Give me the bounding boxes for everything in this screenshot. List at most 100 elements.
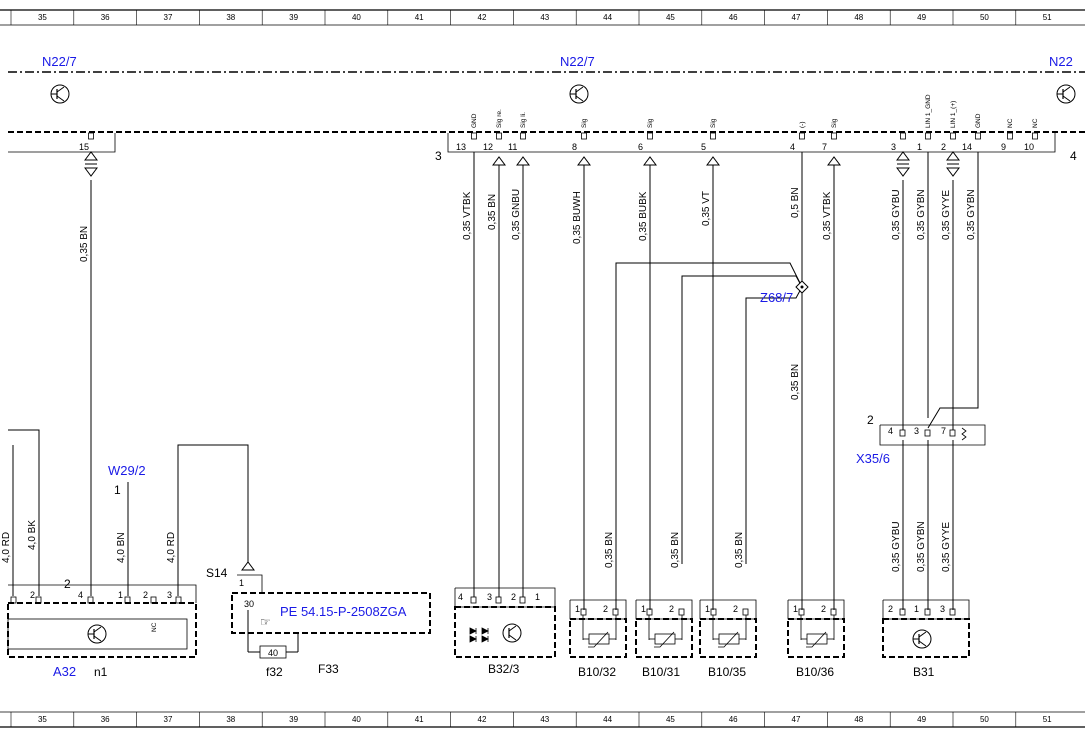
wire-label: 4,0 BN: [116, 532, 127, 563]
x35-6-label: X35/6: [856, 451, 890, 466]
connector-pin-number: 14: [962, 142, 972, 152]
connector-pin-signal: Sig: [710, 118, 717, 128]
x35-6-pin: 3: [914, 426, 919, 436]
a32-pin: 3: [167, 590, 172, 600]
ruler-column-number: 42: [478, 13, 487, 22]
wire-label: 0,35 GYYE: [941, 190, 952, 240]
connector-pin-signal: LIN 1_(+): [950, 101, 957, 128]
ruler-column-number: 51: [1043, 13, 1052, 22]
b31-label: B31: [913, 665, 935, 679]
ruler-column-number: 45: [666, 13, 675, 22]
sensor-label: B10/31: [642, 665, 680, 679]
wire-label: 0,35 VT: [701, 191, 712, 226]
connector-pin-number: 13: [456, 142, 466, 152]
module-label-left: N22/7: [42, 54, 77, 69]
connector-pin-socket: [950, 132, 956, 140]
connector-pin-socket: [496, 132, 502, 140]
f33-reference[interactable]: PE 54.15-P-2508ZGA: [280, 604, 407, 619]
connector-pin-signal: NC: [1032, 118, 1039, 128]
connector-pin-number: 4: [790, 142, 795, 152]
module-label-right: N22: [1049, 54, 1073, 69]
component-a32: 2 2 4 1 2 3 NC A32 n1: [7, 429, 249, 679]
b32-3-pin: 2: [511, 592, 516, 602]
x35-6-side: 2: [867, 413, 874, 427]
transistor-icon: [1056, 84, 1076, 104]
connector-pin-socket: [925, 132, 931, 140]
connector-pin-signal: GND: [471, 113, 478, 128]
splice-icon: [795, 280, 809, 294]
ruler-column-number: 38: [226, 13, 235, 22]
connector-pin-socket: [520, 132, 526, 140]
sensor-pin: 1: [793, 604, 798, 614]
connector-pin-number: 9: [1001, 142, 1006, 152]
ruler-column-number: 50: [980, 13, 989, 22]
connector-pin-number: 1: [917, 142, 922, 152]
connector-pin-socket: [799, 132, 805, 140]
wire-label: 0,35 BUWH: [572, 191, 583, 244]
b31-pin: 1: [914, 604, 919, 614]
ruler-column-number: 43: [540, 715, 549, 724]
f33-label: F33: [318, 662, 339, 676]
ruler-column-number: 39: [289, 715, 298, 724]
connector-pin-socket: [1007, 132, 1013, 140]
connector-pin-number: 7: [822, 142, 827, 152]
connector-pin-socket: [831, 132, 837, 140]
a32-side: 2: [64, 577, 71, 591]
wire-label: 0,35 BUBK: [638, 191, 649, 241]
f32-value: 40: [268, 648, 278, 658]
sensor-pin: 1: [705, 604, 710, 614]
sensor-pin: 2: [733, 604, 738, 614]
connector-pin-socket: [710, 132, 716, 140]
connector-pin-signal: Sig re.: [496, 109, 503, 128]
connector-pin-socket: [471, 132, 477, 140]
wire-label: 0,35 GYBN: [916, 521, 927, 572]
connector-pin-number: 2: [941, 142, 946, 152]
connector-pin-signal: LIN 1_GND: [925, 94, 932, 128]
connector-left-number: 3: [435, 149, 442, 163]
connector-x35-6: 2 4 3 7 X35/6: [856, 413, 986, 466]
wire-label: 0,35 BN: [670, 532, 681, 568]
ruler-column-number: 49: [917, 13, 926, 22]
connector-pin-number: 6: [638, 142, 643, 152]
thermistor-icon: [800, 615, 835, 648]
hand-pointer-icon: ☞: [260, 615, 271, 629]
sensor-label: B10/36: [796, 665, 834, 679]
wire-label: 0,35 GYBN: [916, 189, 927, 240]
ruler-column-number: 41: [415, 715, 424, 724]
ruler-column-number: 48: [854, 715, 863, 724]
wires: [90, 152, 979, 610]
sensor-pin: 2: [669, 604, 674, 614]
wire-label: 0,35 VTBK: [462, 191, 473, 240]
w29-2-pin: 1: [114, 483, 121, 497]
connector-pin-signal: GND: [975, 113, 982, 128]
connector-pin-socket: [1032, 132, 1038, 140]
ruler-column-number: 40: [352, 715, 361, 724]
s14-pin1: 1: [239, 578, 244, 588]
ruler-column-number: 35: [38, 715, 47, 724]
connector-pin-number: 8: [572, 142, 577, 152]
pin-arrows: [84, 151, 960, 177]
wire-label: 0,35 BN: [79, 226, 90, 262]
connector-pin-socket: [88, 132, 94, 140]
transistor-icon: [50, 84, 70, 104]
ruler-column-number: 44: [603, 13, 612, 22]
ruler-column-number: 35: [38, 13, 47, 22]
wire-label: 0,35 BN: [604, 532, 615, 568]
thermistor-icon: [582, 615, 617, 648]
connector-pin-number: 11: [508, 142, 517, 152]
wire-label: 4,0 BK: [27, 520, 38, 550]
connector-pin-socket: [647, 132, 653, 140]
wire-label: 0,35 GYYE: [941, 522, 952, 572]
connector-main: 3 4: [8, 133, 1077, 163]
ruler-column-number: 45: [666, 715, 675, 724]
connector-pin-number: 5: [701, 142, 706, 152]
splice-label: Z68/7: [760, 290, 793, 305]
connector-pin-signal: Sig: [581, 118, 588, 128]
sensor-pin: 2: [821, 604, 826, 614]
